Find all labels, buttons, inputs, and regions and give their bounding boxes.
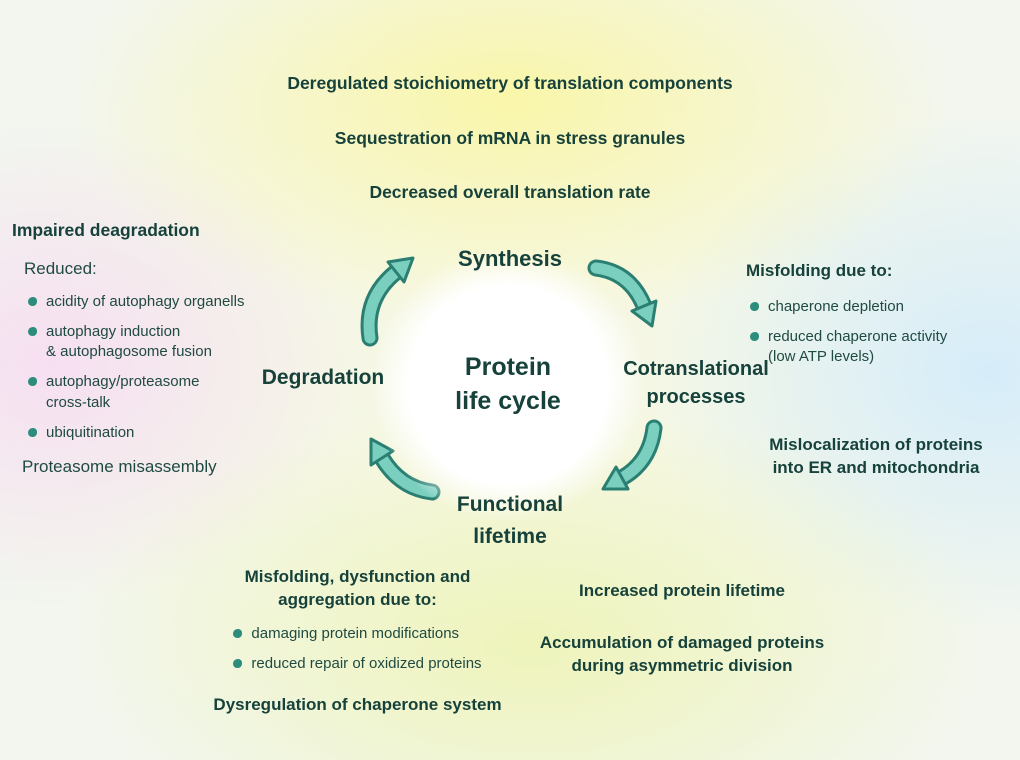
functional-left-heading: Misfolding, dysfunction and aggregation … [244, 567, 471, 609]
degradation-heading: Impaired deagradation [12, 220, 200, 240]
list-item-label: acidity of autophagy organells [46, 292, 245, 310]
functional-left-footer: Dysregulation of chaperone system [213, 695, 502, 715]
mislocalization-note: Mislocalization of proteins into ER and … [769, 435, 983, 477]
list-item: acidity of autophagy organells [28, 292, 280, 312]
synthesis-issue-2: Sequestration of mRNA in stress granules [334, 127, 686, 148]
functional-bullet-list: damaging protein modifications reduced r… [233, 624, 482, 685]
degradation-footer: Proteasome misassembly [22, 457, 217, 477]
increased-lifetime-note: Increased protein lifetime [579, 581, 785, 600]
list-item-label: ubiquitination [46, 423, 135, 441]
degradation-bullet-list: acidity of autophagy organells autophagy… [28, 292, 280, 444]
bullet-icon [750, 332, 759, 342]
stage-label-synthesis: Synthesis [458, 246, 562, 271]
list-item: reduced chaperone activity (low ATP leve… [750, 327, 1018, 368]
list-item-label: reduced chaperone activity (low ATP leve… [768, 328, 948, 366]
list-item-label: chaperone depletion [768, 297, 904, 315]
bullet-icon [28, 326, 37, 336]
stage-label-degradation: Degradation [261, 366, 385, 389]
degradation-subheading: Reduced: [24, 258, 97, 278]
synthesis-issue-3: Decreased overall translation rate [369, 182, 651, 203]
list-item: autophagy/proteasome cross-talk [28, 372, 280, 413]
accumulation-note: Accumulation of damaged proteins during … [539, 632, 825, 675]
synthesis-issue-1: Deregulated stoichiometry of translation… [287, 73, 733, 93]
stage-label-cotranslational: Cotranslational processes [623, 358, 769, 408]
list-item-label: reduced repair of oxidized proteins [251, 655, 482, 673]
bullet-icon [750, 301, 759, 311]
list-item: ubiquitination [28, 423, 280, 443]
bullet-icon [28, 427, 37, 437]
list-item-label: autophagy induction & autophagosome fusi… [46, 322, 212, 361]
list-item-label: autophagy/proteasome cross-talk [46, 373, 200, 411]
diagram-title: Protein life cycle [455, 353, 561, 415]
cotranslational-issues-panel: Misfolding due to: chaperone depletion r… [746, 260, 1018, 378]
bullet-icon [28, 377, 37, 387]
bullet-icon [233, 659, 243, 669]
center-circle: Protein life cycle [373, 250, 643, 520]
functional-lifetime-left-panel: Misfolding, dysfunction and aggregation … [205, 566, 510, 717]
list-item: chaperone depletion [750, 297, 1018, 317]
list-item: damaging protein modifications [233, 624, 481, 644]
list-item-label: damaging protein modifications [251, 624, 460, 642]
list-item: autophagy induction & autophagosome fusi… [28, 322, 280, 363]
list-item: reduced repair of oxidized proteins [233, 654, 482, 674]
cotranslational-heading: Misfolding due to: [746, 261, 893, 280]
stage-label-functional-lifetime: Functional lifetime [456, 493, 564, 548]
degradation-issues-panel: Impaired deagradation Reduced: acidity o… [12, 219, 280, 479]
synthesis-issues-list: Deregulated stoichiometry of translation… [0, 72, 1020, 236]
bullet-icon [233, 628, 243, 638]
cotranslational-bullet-list: chaperone depletion reduced chaperone ac… [750, 297, 1018, 368]
functional-lifetime-right-panel: Increased protein lifetime Accumulation … [512, 580, 852, 678]
bullet-icon [28, 296, 37, 306]
